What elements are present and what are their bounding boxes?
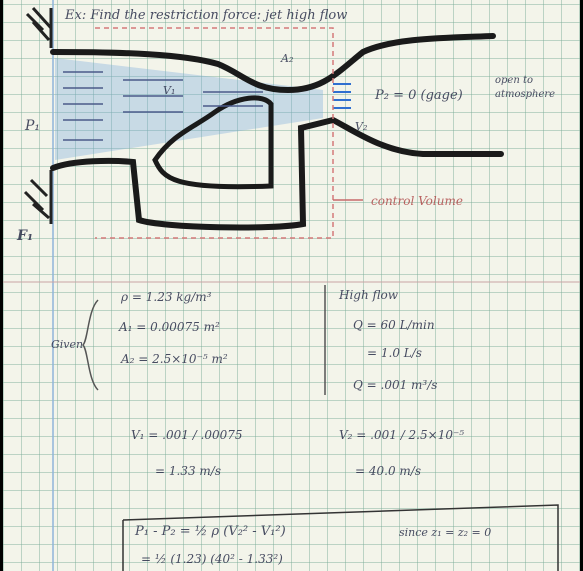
label-v1: V₁ [163,84,176,97]
given-line: A₂ = 2.5×10⁻⁵ m² [121,352,228,366]
v2-result: = 40.0 m/s [355,464,421,478]
bernoulli-equation: P₁ - P₂ = ½ ρ (V₂² - V₁²) [135,524,286,539]
wall-hatch-top [25,6,53,48]
elevation-note: since z₁ = z₂ = 0 [399,526,492,539]
label-force: F₁ [17,228,34,244]
nozzle-sketch [3,0,580,571]
v1-result: = 1.33 m/s [155,464,221,478]
v1-equation: V₁ = .001 / .00075 [131,428,243,442]
outlet-note: open to atmosphere [495,75,556,100]
label-a2: A₂ [281,52,294,65]
wall-hatch-bottom [23,170,53,224]
v2-equation: V₂ = .001 / 2.5×10⁻⁵ [339,428,465,442]
label-v2: V₂ [355,120,368,133]
pressure-substitution: = ½ (1.23) (40² - 1.33²) [141,552,283,566]
high-flow-line: Q = .001 m³/s [353,378,438,392]
control-volume-label: control Volume [371,194,463,208]
outlet-pressure: P₂ = 0 (gage) [375,88,463,103]
problem-title: Ex: Find the restriction force: jet high… [65,8,348,23]
notebook-page: Ex: Find the restriction force: jet high… [3,0,580,571]
high-flow-line: Q = 60 L/min [353,318,435,332]
given-line: A₁ = 0.00075 m² [119,320,220,334]
high-flow-heading: High flow [339,288,399,302]
high-flow-line: = 1.0 L/s [367,346,422,360]
given-line: ρ = 1.23 kg/m³ [121,290,212,304]
label-p1: P₁ [25,118,41,134]
given-heading: Given [51,338,84,351]
